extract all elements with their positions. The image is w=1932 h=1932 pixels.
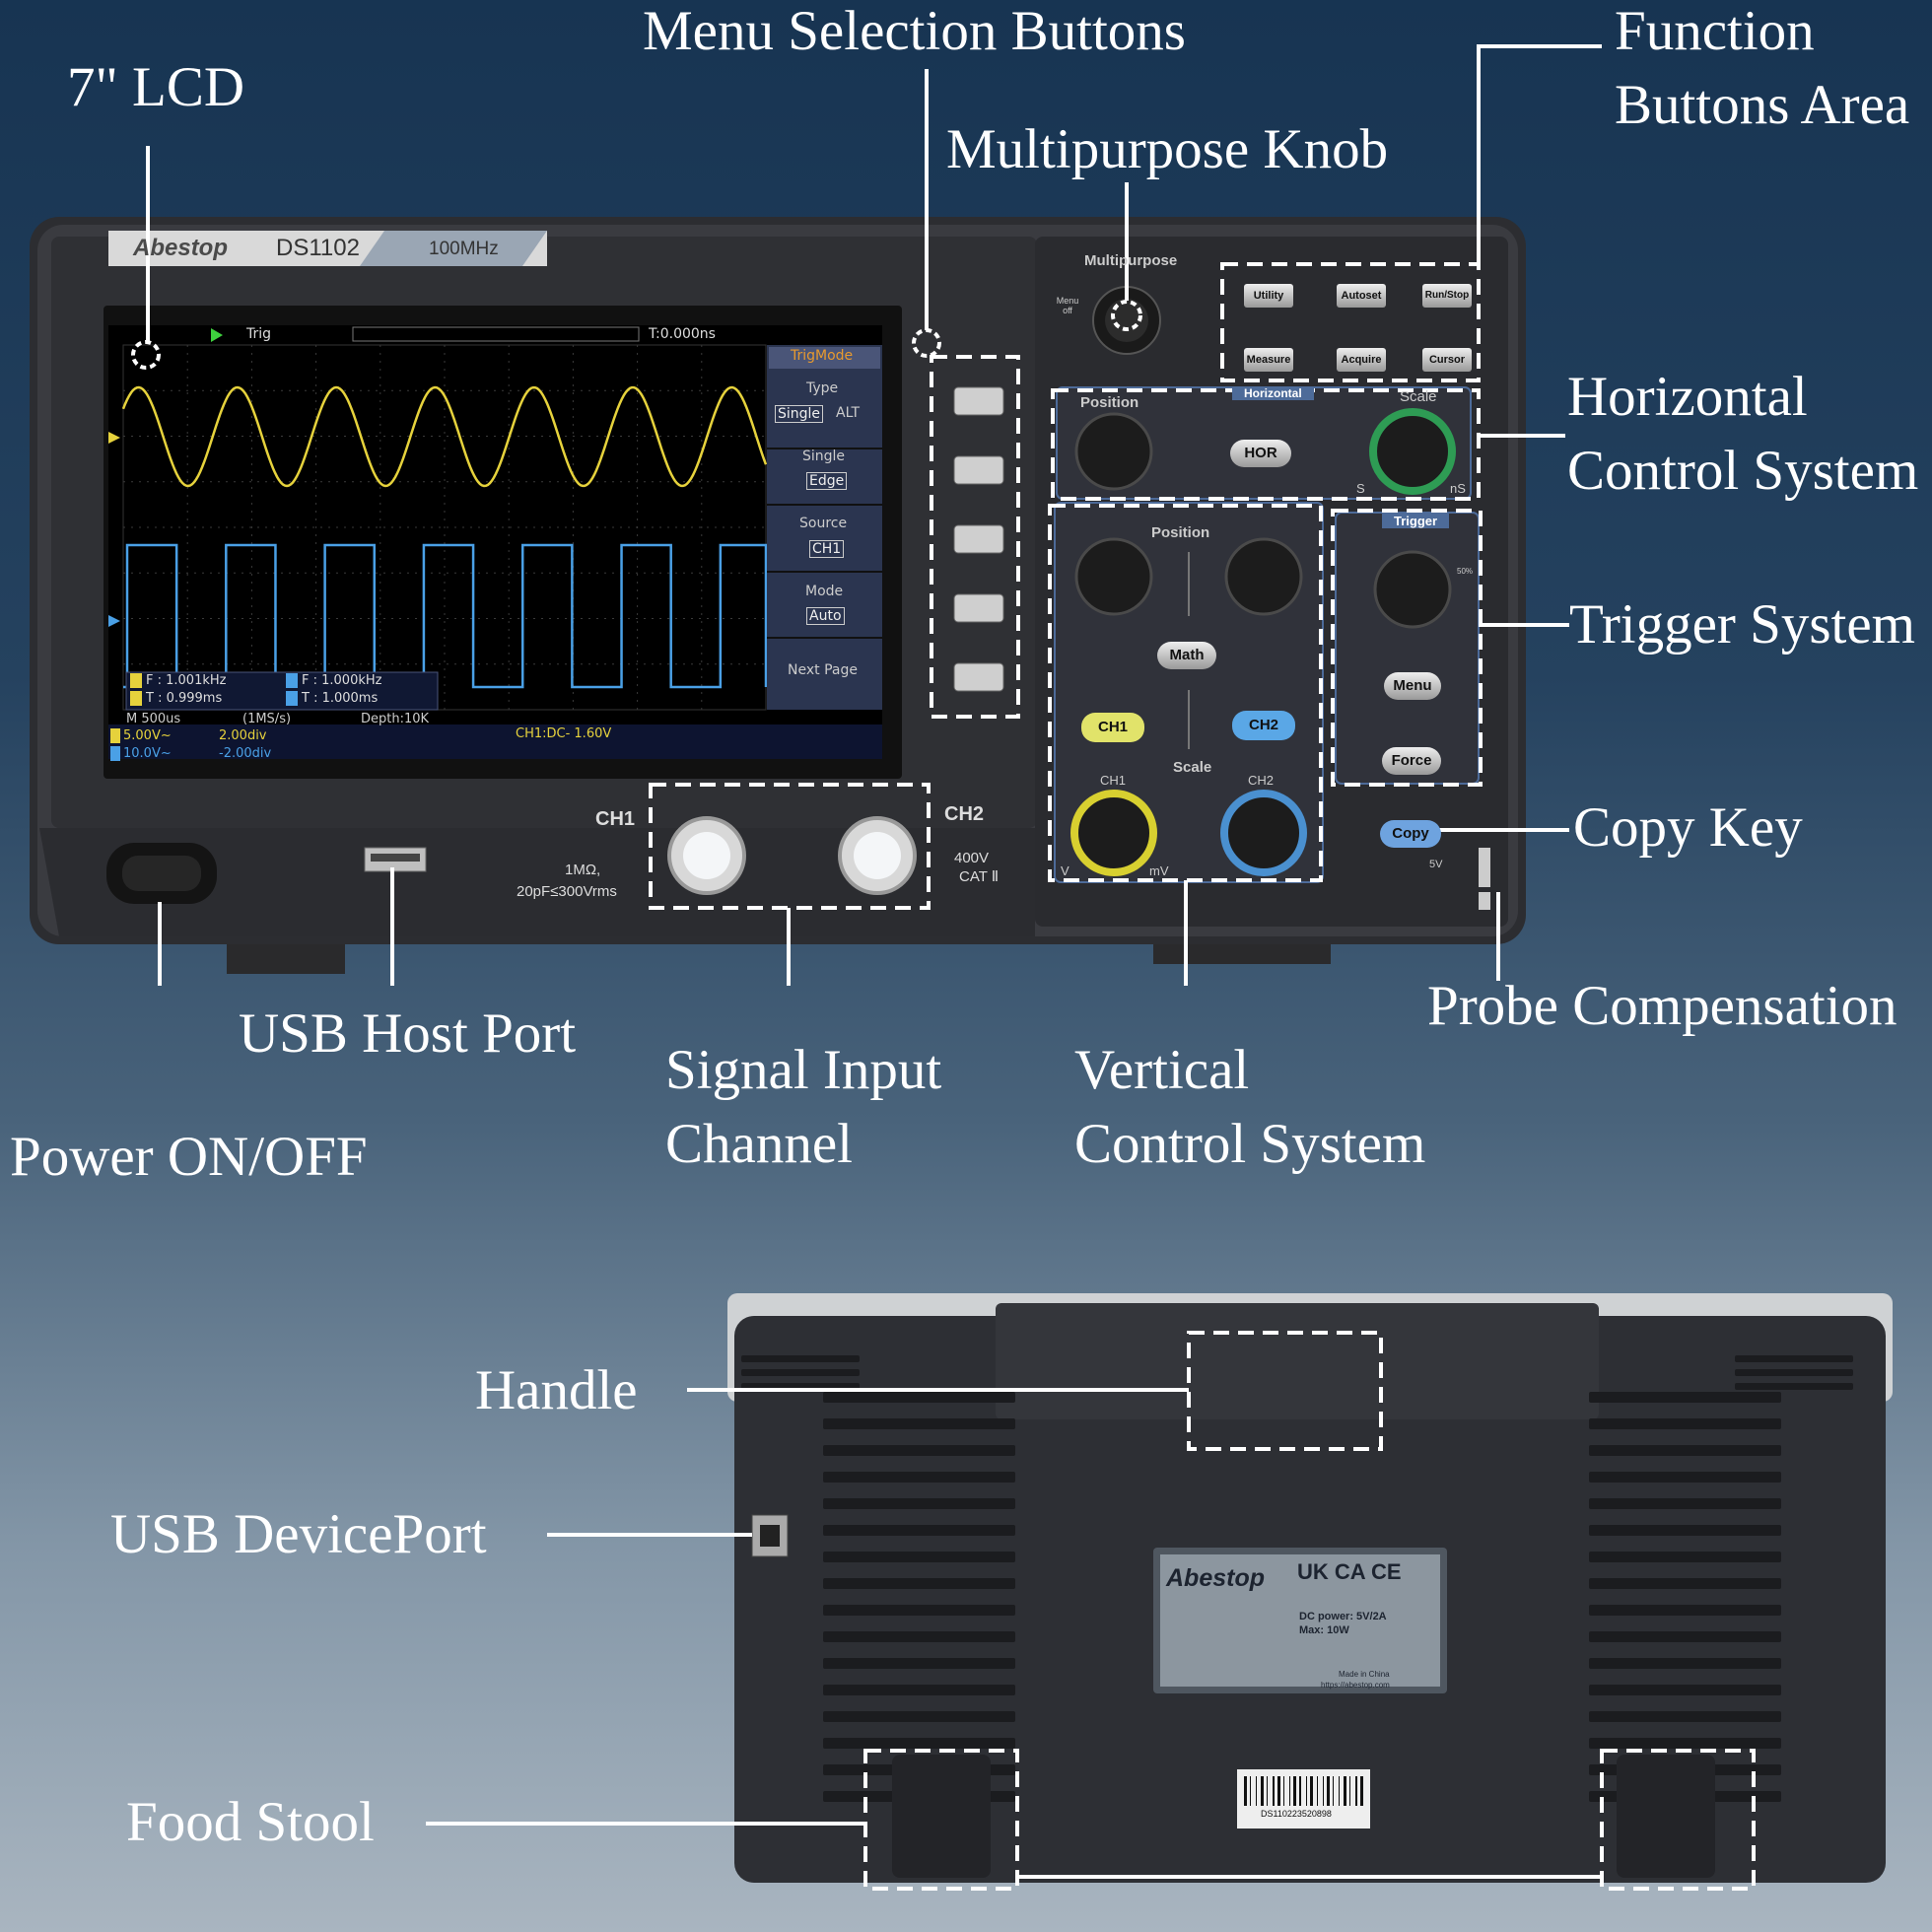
screen-sample-rate: (1MS/s) <box>242 712 292 726</box>
menu-mode-value: Auto <box>806 607 845 625</box>
meas-ch1-period: T : 0.999ms <box>130 691 222 706</box>
serial-number: DS110223520898 <box>1261 1809 1332 1819</box>
callout-power: Power ON/OFF <box>10 1126 368 1188</box>
menu-select-button[interactable] <box>953 662 1004 692</box>
callout-usb-device: USB DevicePort <box>110 1503 487 1565</box>
cursor-button[interactable]: Cursor <box>1422 348 1472 372</box>
menu-single-value: Edge <box>806 472 848 490</box>
meas-ch2-freq: F : 1.000kHz <box>286 673 381 688</box>
menu-next-page: Next Page <box>788 662 858 678</box>
bandwidth-label: 100MHz <box>429 239 499 259</box>
callout-function-area-1: Function <box>1615 0 1815 62</box>
menu-select-button[interactable] <box>953 455 1004 485</box>
model-number: DS1102 <box>276 235 360 261</box>
oscilloscope-front-panel <box>30 217 1526 974</box>
horizontal-scale-label: Scale <box>1400 388 1437 405</box>
meas-ch1-freq: F : 1.001kHz <box>130 673 226 688</box>
callout-trigger: Trigger System <box>1569 593 1916 656</box>
vertical-ch2-label: CH2 <box>1248 773 1275 788</box>
rear-power-spec: DC power: 5V/2A <box>1299 1611 1387 1622</box>
horizontal-s-label: S <box>1356 481 1365 496</box>
screen-time-offset: T:0.000ns <box>649 326 716 342</box>
copy-button[interactable]: Copy <box>1380 820 1441 848</box>
hor-button[interactable]: HOR <box>1230 440 1291 467</box>
screen-ch1-div: 2.00div <box>219 728 267 743</box>
probe-5v-label: 5V <box>1429 859 1443 870</box>
vertical-ch1-label: CH1 <box>1100 773 1127 788</box>
force-button[interactable]: Force <box>1382 747 1441 775</box>
oscilloscope-rear-panel <box>426 1293 1893 1891</box>
menu-select-button[interactable] <box>953 386 1004 416</box>
ch2-button[interactable]: CH2 <box>1232 711 1295 740</box>
trigger-50-label: 50% <box>1457 567 1474 576</box>
utility-button[interactable]: Utility <box>1244 284 1293 308</box>
rear-power-max: Max: 10W <box>1299 1624 1349 1636</box>
rear-cert-marks: UK CA CE <box>1297 1559 1402 1584</box>
screen-ch2-volt: 10.0V~ <box>110 746 172 761</box>
ch2-cat-label: CAT Ⅱ <box>959 868 1000 885</box>
screen-trigger-info: CH1:DC- 1.60V <box>516 726 612 741</box>
callout-lcd: 7" LCD <box>67 56 245 118</box>
callout-usb-host: USB Host Port <box>239 1002 577 1065</box>
input-capacitance-label: 20pF≤300Vrms <box>517 883 617 900</box>
menu-source-label: Source <box>799 516 848 531</box>
horizontal-position-label: Position <box>1080 394 1139 411</box>
menu-type-label: Type <box>806 380 839 396</box>
callout-horizontal-1: Horizontal <box>1567 366 1808 428</box>
trigger-title: Trigger <box>1382 514 1450 528</box>
horizontal-title: Horizontal <box>1232 386 1314 400</box>
screen-ch2-div: -2.00div <box>219 746 272 761</box>
vertical-v-label: V <box>1061 863 1070 878</box>
callout-foot-stool: Food Stool <box>126 1791 375 1853</box>
callout-multipurpose-knob: Multipurpose Knob <box>946 118 1389 180</box>
trigger-menu-button[interactable]: Menu <box>1384 672 1441 700</box>
screen-ch1-volt: 5.00V~ <box>110 728 172 743</box>
callout-function-area-2: Buttons Area <box>1615 74 1910 136</box>
screen-depth: Depth:10K <box>361 712 430 726</box>
front-ch1-label: CH1 <box>595 808 636 830</box>
vertical-position-label: Position <box>1151 524 1210 541</box>
rear-made-in: Made in China <box>1339 1670 1390 1679</box>
menu-source-value: CH1 <box>809 540 845 558</box>
run-stop-button[interactable]: Run/Stop <box>1422 284 1472 308</box>
math-button[interactable]: Math <box>1157 642 1216 669</box>
acquire-button[interactable]: Acquire <box>1337 348 1386 372</box>
autoset-button[interactable]: Autoset <box>1337 284 1386 308</box>
callout-horizontal-2: Control System <box>1567 440 1919 502</box>
menu-select-button[interactable] <box>953 593 1004 623</box>
brand-logo-text: Abestop <box>133 235 228 261</box>
ch1-sine-waveform <box>121 385 768 488</box>
menu-type-alt: ALT <box>836 405 861 421</box>
callout-vertical-1: Vertical <box>1074 1039 1250 1101</box>
screen-trig-status: Trig <box>246 326 272 342</box>
screen-timebase: M 500us <box>126 712 181 726</box>
callout-probe-comp: Probe Compensation <box>1427 975 1898 1037</box>
menu-type-value: Single <box>775 405 824 423</box>
input-impedance-label: 1MΩ, <box>565 862 601 878</box>
callout-copy-key: Copy Key <box>1573 796 1803 859</box>
multipurpose-label: Multipurpose <box>1084 252 1178 269</box>
menu-mode-label: Mode <box>805 584 844 599</box>
meas-ch2-period: T : 1.000ms <box>286 691 378 706</box>
callout-signal-input-2: Channel <box>665 1113 853 1175</box>
rear-brand-logo: Abestop <box>1166 1564 1265 1592</box>
menu-select-button[interactable] <box>953 524 1004 554</box>
measure-button[interactable]: Measure <box>1244 348 1293 372</box>
rear-url: https://abestop.com <box>1321 1681 1390 1690</box>
callout-menu-buttons: Menu Selection Buttons <box>643 0 1186 62</box>
callout-vertical-2: Control System <box>1074 1113 1426 1175</box>
menu-single-label: Single <box>802 448 846 464</box>
ch2-voltage-label: 400V <box>954 850 990 866</box>
vertical-mv-label: mV <box>1149 863 1169 878</box>
front-ch2-label: CH2 <box>944 803 985 825</box>
callout-signal-input-1: Signal Input <box>665 1039 942 1101</box>
screen-menu-title: TrigMode <box>791 348 854 364</box>
ch1-button[interactable]: CH1 <box>1081 713 1144 742</box>
menu-off-label: Menu off <box>1056 296 1079 315</box>
horizontal-ns-label: nS <box>1450 481 1466 496</box>
vertical-scale-label: Scale <box>1173 759 1212 776</box>
callout-handle: Handle <box>475 1359 638 1421</box>
